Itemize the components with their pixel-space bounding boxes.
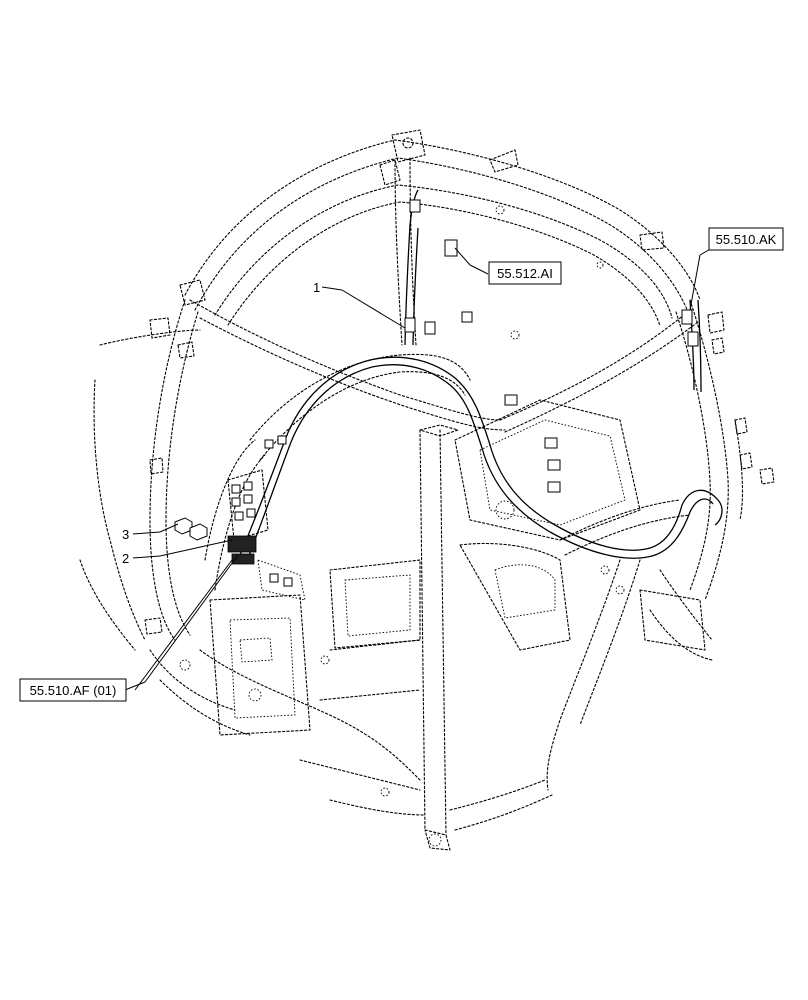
leader-lines: [124, 247, 713, 691]
callout-2: 2: [122, 551, 129, 566]
protective-caps: [174, 517, 208, 541]
reference-label-bottom-left: 55.510.AF (01): [30, 683, 117, 698]
callout-3: 3: [122, 527, 129, 542]
wiring-harness: [239, 189, 723, 559]
reference-box-top-right[interactable]: 55.510.AK: [708, 227, 784, 251]
callout-1: 1: [313, 280, 320, 295]
reference-box-bottom-left[interactable]: 55.510.AF (01): [19, 678, 127, 702]
cab-frame: [79, 129, 775, 851]
reference-label-top-center: 55.512.AI: [497, 266, 553, 281]
reference-label-top-right: 55.510.AK: [716, 232, 777, 247]
fuse-relay-panel: [227, 435, 306, 601]
reference-box-top-center[interactable]: 55.512.AI: [488, 261, 562, 285]
